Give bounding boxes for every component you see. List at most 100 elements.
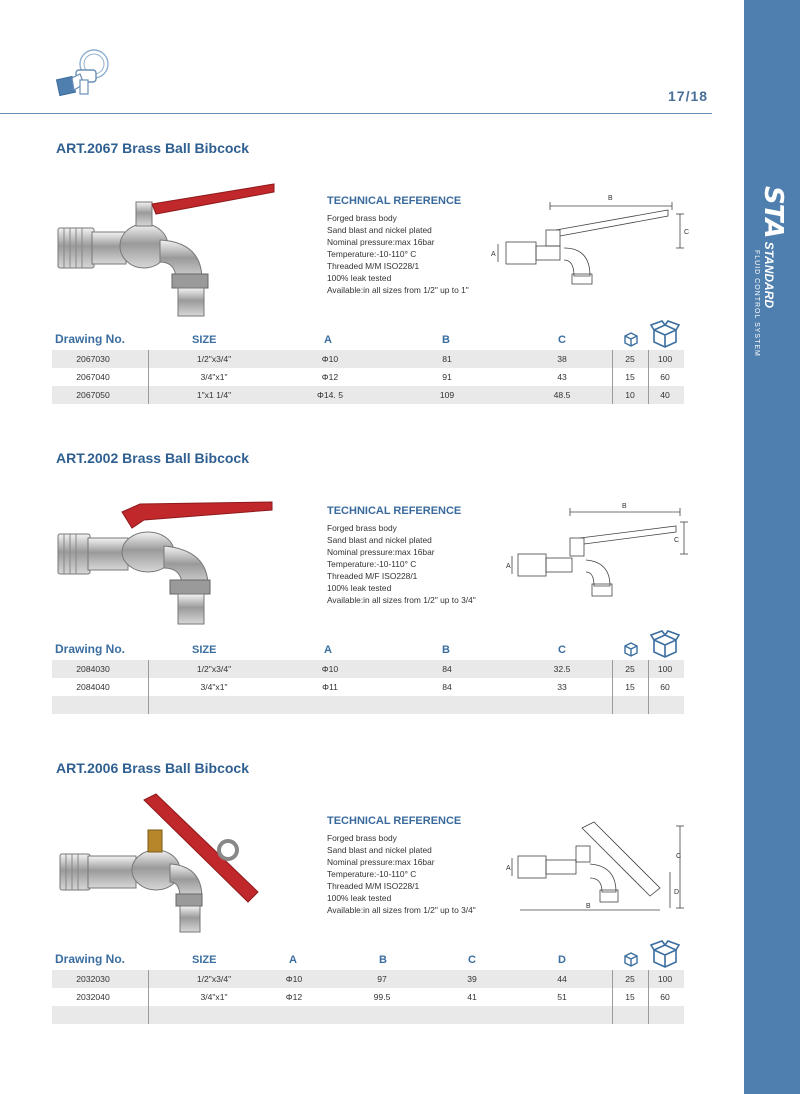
header-divider: [0, 113, 712, 114]
tech-item: Threaded M/F ISO228/1: [327, 571, 418, 581]
table-cell: 2067030: [76, 354, 110, 364]
brand-subtitle: FLUID CONTROL SYSTEM: [753, 250, 760, 357]
table-cell: 1/2"x3/4": [196, 354, 232, 364]
header-drawing-no: Drawing No.: [55, 332, 126, 346]
table-cell: 33: [557, 682, 567, 692]
table-cell: 2067050: [76, 390, 110, 400]
table-row: [52, 1006, 684, 1024]
table-cell: Φ10: [321, 354, 339, 364]
table-cell: 60: [660, 992, 670, 1002]
inner-box-icon: [624, 952, 638, 967]
sidebar-band: [744, 0, 800, 1094]
carton-box-icon: [650, 940, 680, 968]
table-cell: 38: [557, 354, 567, 364]
table-cell: Φ10: [285, 974, 303, 984]
table-cell: Φ12: [321, 372, 339, 382]
dim-label: C: [674, 537, 679, 544]
inner-box-icon: [624, 642, 638, 657]
header-b: B: [442, 334, 450, 346]
header-b: B: [442, 644, 450, 656]
valve-outline-icon: [55, 49, 109, 97]
header-c: C: [558, 644, 566, 656]
tech-item: Threaded M/M ISO228/1: [327, 881, 420, 891]
header-c: C: [558, 334, 566, 346]
tech-item: Temperature:-10-110° C: [327, 559, 417, 569]
table-cell: 44: [557, 974, 567, 984]
header-drawing-no: Drawing No.: [55, 952, 126, 966]
table-cell: 91: [442, 372, 452, 382]
tech-item: Nominal pressure:max 16bar: [327, 857, 435, 867]
table-cell: 15: [625, 682, 635, 692]
bibcock-photo: [59, 793, 259, 933]
tech-item: 100% leak tested: [327, 893, 392, 903]
header-drawing-no: Drawing No.: [55, 642, 126, 656]
section-title: ART.2002 Brass Ball Bibcock: [56, 450, 249, 466]
table-cell: 51: [557, 992, 567, 1002]
table-header: Drawing No. SIZE A B C D: [52, 940, 684, 970]
table-divider: [148, 970, 149, 1024]
table-cell: 100: [657, 974, 673, 984]
table-cell: 41: [467, 992, 477, 1002]
table-cell: 25: [625, 354, 635, 364]
table-divider: [648, 970, 649, 1024]
table-header: Drawing No. SIZE A B C: [52, 320, 684, 350]
table-divider: [648, 660, 649, 714]
table-cell: 2032030: [76, 974, 110, 984]
section-art2002: ART.2002 Brass Ball Bibcock TECHNICAL RE…: [0, 450, 744, 750]
bibcock-photo: [57, 501, 273, 625]
page-number: 17/18: [668, 88, 709, 104]
section-title: ART.2067 Brass Ball Bibcock: [56, 140, 249, 156]
table-cell: Φ12: [285, 992, 303, 1002]
table-divider: [612, 660, 613, 714]
tech-ref-list: Forged brass body Sand blast and nickel …: [327, 832, 476, 916]
tech-item: Sand blast and nickel plated: [327, 845, 432, 855]
table-cell: 100: [657, 354, 673, 364]
header-size: SIZE: [192, 954, 217, 966]
table-cell: 32.5: [553, 664, 571, 674]
table-cell: 15: [625, 372, 635, 382]
dim-label: B: [622, 503, 627, 510]
tech-item: Nominal pressure:max 16bar: [327, 237, 435, 247]
tech-ref-list: Forged brass body Sand blast and nickel …: [327, 522, 476, 606]
tech-item: Available:in all sizes from 1/2" up to 3…: [327, 905, 476, 915]
header-size: SIZE: [192, 644, 217, 656]
inner-box-icon: [624, 332, 638, 347]
bibcock-photo: [57, 183, 275, 317]
table-cell: 100: [657, 664, 673, 674]
table-divider: [612, 350, 613, 404]
carton-box-icon: [650, 320, 680, 348]
table-cell: 25: [625, 664, 635, 674]
table-cell: 84: [442, 664, 452, 674]
carton-box-icon: [650, 630, 680, 658]
table-cell: 60: [660, 682, 670, 692]
tech-item: Sand blast and nickel plated: [327, 225, 432, 235]
table-cell: 2067040: [76, 372, 110, 382]
tech-item: Forged brass body: [327, 213, 397, 223]
table-cell: 1"x1 1/4": [196, 390, 232, 400]
table-divider: [648, 350, 649, 404]
section-art2006: ART.2006 Brass Ball Bibcock TECHNICAL RE…: [0, 760, 744, 1060]
table-cell: 2032040: [76, 992, 110, 1002]
section-title: ART.2006 Brass Ball Bibcock: [56, 760, 249, 776]
header-b: B: [379, 954, 387, 966]
table-cell: 48.5: [553, 390, 571, 400]
table-cell: Φ14. 5: [317, 390, 343, 400]
table-cell: 99.5: [373, 992, 391, 1002]
table-cell: 2084030: [76, 664, 110, 674]
table-cell: 3/4"x1": [200, 682, 228, 692]
tech-item: Sand blast and nickel plated: [327, 535, 432, 545]
table-cell: 25: [625, 974, 635, 984]
tech-item: Threaded M/M ISO228/1: [327, 261, 420, 271]
tech-item: Temperature:-10-110° C: [327, 249, 417, 259]
technical-drawing: C D A B: [506, 821, 684, 911]
table-cell: 97: [377, 974, 387, 984]
dim-label: C: [676, 853, 681, 860]
